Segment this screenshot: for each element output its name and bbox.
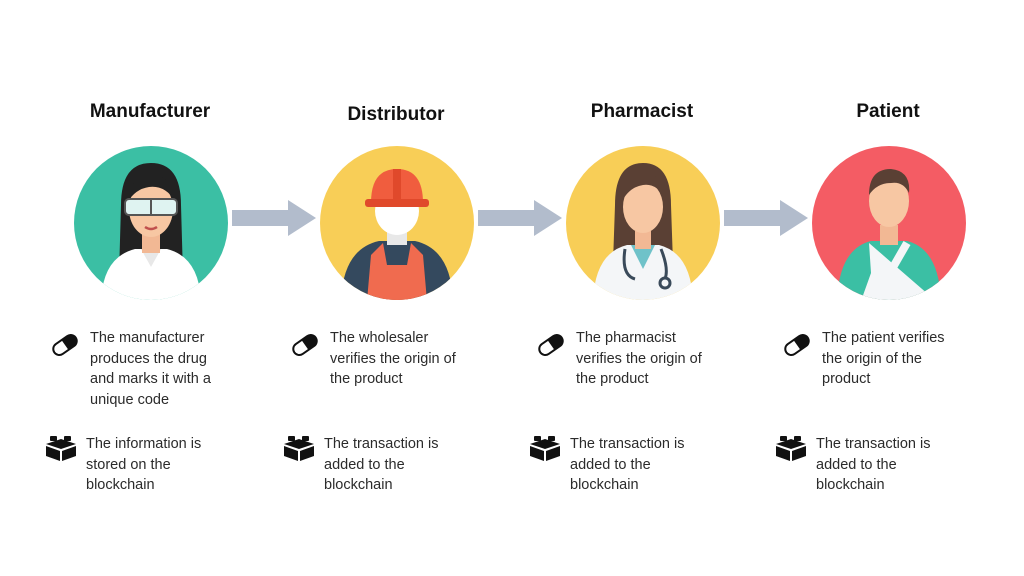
pharmacist-avatar-icon bbox=[566, 146, 720, 300]
action-description: The pharmacist verifies the origin of th… bbox=[576, 330, 702, 387]
blockchain-block-icon bbox=[530, 436, 560, 461]
record-description: The transaction is added to the blockcha… bbox=[570, 436, 685, 493]
manufacturer-avatar-icon bbox=[74, 146, 228, 300]
action-description: The wholesaler verifies the origin of th… bbox=[330, 330, 456, 387]
distributor-avatar-icon bbox=[320, 146, 474, 300]
role-title: Manufacturer bbox=[89, 101, 211, 122]
pill-capsule-icon bbox=[784, 333, 810, 357]
role-column-distributor: Distributor bbox=[276, 0, 516, 576]
action-description: The manufacturer produces the drug and m… bbox=[90, 330, 211, 408]
role-column-manufacturer: Manufacturer bbox=[30, 0, 270, 576]
action-description: The patient verifies the origin of the p… bbox=[822, 330, 945, 387]
role-title: Patient bbox=[856, 101, 920, 122]
arrow-right-icon bbox=[232, 200, 316, 236]
pill-capsule-icon bbox=[52, 333, 78, 357]
patient-avatar-icon bbox=[812, 146, 966, 300]
role-column-pharmacist: Pharmacist bbox=[522, 0, 762, 576]
arrow-right-icon bbox=[478, 200, 562, 236]
record-description: The information is stored on the blockch… bbox=[86, 436, 202, 493]
blockchain-block-icon bbox=[776, 436, 806, 461]
arrow-right-icon bbox=[724, 200, 808, 236]
role-column-patient: Patient bbox=[768, 0, 1008, 576]
role-title: Distributor bbox=[347, 104, 445, 125]
record-description: The transaction is added to the blockcha… bbox=[816, 436, 931, 493]
pill-capsule-icon bbox=[292, 333, 318, 357]
role-title: Pharmacist bbox=[590, 101, 694, 122]
blockchain-block-icon bbox=[46, 436, 76, 461]
record-description: The transaction is added to the blockcha… bbox=[324, 436, 439, 493]
pill-capsule-icon bbox=[538, 333, 564, 357]
blockchain-block-icon bbox=[284, 436, 314, 461]
